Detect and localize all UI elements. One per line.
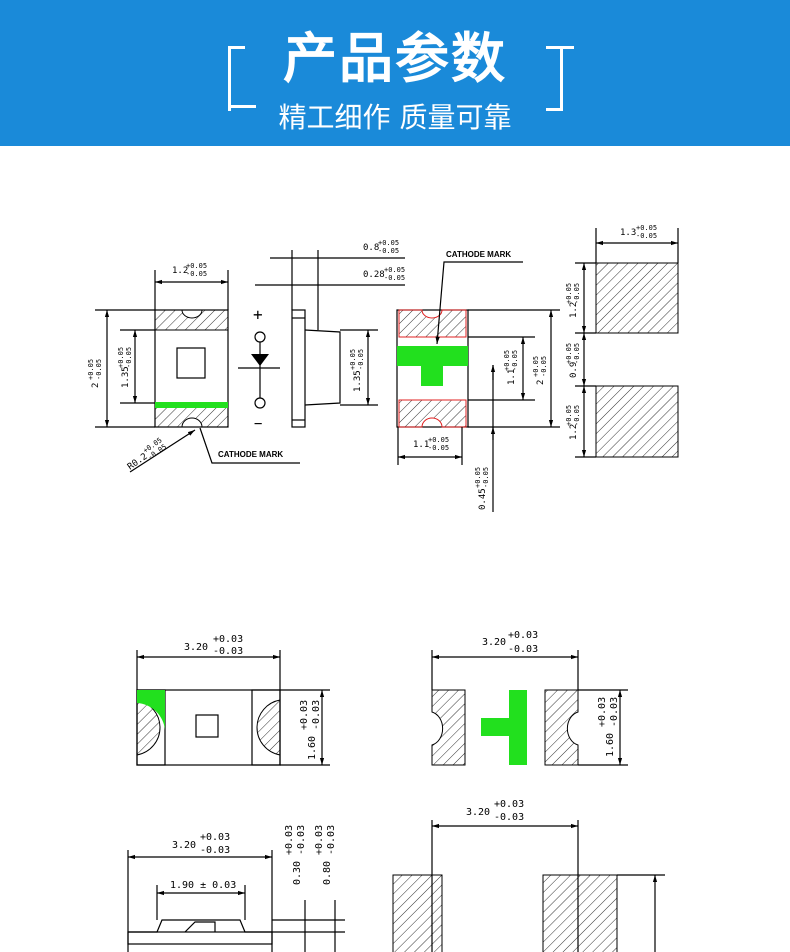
dimension-label: -0.03	[213, 646, 243, 657]
dimension-label: 3.20	[466, 807, 490, 818]
dimension-label: 0.30	[292, 861, 303, 885]
dimension-label: +0.05	[428, 436, 449, 444]
dimension-label: +	[253, 305, 263, 324]
dimension-label: +0.05	[384, 266, 405, 274]
dimension-label: -0.05	[378, 247, 399, 255]
dimension-label: +0.03	[200, 832, 230, 843]
dimension-label: 1.2	[569, 424, 579, 440]
dimension-label: -0.05	[357, 349, 365, 370]
dimension-label: +0.05	[532, 356, 540, 377]
dimension-label: 0.8	[363, 243, 379, 253]
dimension-label: +0.05	[378, 239, 399, 247]
bracket-right-tail	[546, 46, 574, 49]
dimension-label: -0.05	[540, 356, 548, 377]
dimension-label: 1.60	[307, 736, 318, 760]
dimension-label: -0.05	[428, 444, 449, 452]
dimension-label: +0.05	[565, 343, 573, 364]
dimension-label: -0.03	[609, 697, 620, 727]
dimension-label: 1.2	[569, 302, 579, 318]
dimension-label: -0.05	[384, 274, 405, 282]
dimension-label: 1.2	[172, 266, 188, 276]
led-3216-pad-layout: 3.20 +0.03 -0.03	[392, 799, 665, 952]
dimension-label: -0.05	[573, 405, 581, 426]
bracket-right	[546, 46, 563, 111]
dimension-label: +0.05	[474, 467, 482, 488]
dimension-label: -0.05	[573, 343, 581, 364]
dimension-label: -0.03	[311, 700, 322, 730]
dimension-label: +0.05	[503, 350, 511, 371]
dimension-label: 1.1	[507, 369, 517, 385]
page-title: 产品参数	[283, 27, 507, 90]
dimension-label: +0.03	[284, 825, 295, 855]
dimension-label: 3.20	[172, 840, 196, 851]
dimension-label: +0.03	[494, 799, 524, 810]
dimension-label: +0.05	[565, 283, 573, 304]
cathode-mark-green	[155, 402, 228, 408]
dimension-label: 2	[536, 380, 546, 385]
dimension-label: +0.03	[299, 700, 310, 730]
dimension-label: 1.35	[353, 370, 363, 392]
cathode-mark-label: CATHODE MARK	[218, 450, 283, 459]
led-side-view: 0.8 +0.05 -0.05 0.28 +0.05 -0.05 1.35 +0…	[255, 239, 405, 428]
dimension-label: +0.05	[186, 262, 207, 270]
led-front-view: 1.2 +0.05 -0.05 2 +0.05 -0.05 1.35 +0.05…	[87, 262, 300, 473]
led-bottom-view: CATHODE MARK 1.1 +0.05 -0.05 2 +0.05 -0.…	[396, 250, 560, 512]
diode-symbol-icon: + −	[238, 305, 280, 432]
dimension-label: CATHODE MARK	[446, 250, 511, 259]
page-subtitle: 精工细作 质量可靠	[278, 101, 512, 134]
dimension-label: +0.05	[565, 405, 573, 426]
dimension-label: −	[254, 416, 262, 432]
dimension-label: 3.20	[482, 637, 506, 648]
led-3216-bottom-view: 3.20 +0.03 -0.03 1.60 +0.03 -0.03	[431, 630, 628, 766]
dimension-label: 0.28	[363, 270, 385, 280]
dimension-label: 1.1	[413, 440, 429, 450]
led-3216-side-view: 3.20 +0.03 -0.03 1.90 ± 0.03 0.30 +0.03 …	[127, 825, 345, 952]
dimension-label: 1.60	[605, 733, 616, 757]
dimension-label: -0.03	[200, 845, 230, 856]
dimension-label: 1.3	[620, 228, 636, 238]
dimension-label: -0.03	[508, 644, 538, 655]
dimension-label: -0.05	[482, 467, 490, 488]
dimension-label: -0.05	[186, 270, 207, 278]
dimension-label: -0.03	[326, 825, 337, 855]
dimension-label: -0.03	[494, 812, 524, 823]
dimension-label: 3.20	[184, 642, 208, 653]
dimension-label: +0.03	[508, 630, 538, 641]
dimension-label: 0.45	[478, 488, 488, 510]
dimension-label: +0.05	[117, 347, 125, 368]
dimension-label: +0.03	[314, 825, 325, 855]
dimension-label: +0.05	[349, 349, 357, 370]
cathode-mark-green	[397, 346, 468, 386]
dimension-label: -0.05	[511, 350, 519, 371]
dimension-label: 1.35	[121, 366, 131, 388]
dimension-label: -0.05	[95, 359, 103, 380]
header-banner: 产品参数 精工细作 质量可靠	[0, 0, 790, 146]
dimension-label: -0.05	[125, 347, 133, 368]
dimension-label: 2	[91, 383, 101, 388]
dimension-label: +0.03	[213, 634, 243, 645]
dimension-label: 0.80	[322, 861, 333, 885]
bracket-left-tail	[228, 105, 256, 108]
solder-pad-layout: 1.3 +0.05 -0.05 1.2 +0.05 -0.05 0.9 +0.0…	[565, 224, 679, 458]
dimension-label: -0.03	[296, 825, 307, 855]
bracket-left	[228, 46, 245, 111]
dimension-label: -0.05	[636, 232, 657, 240]
dimension-label: 0.9	[569, 362, 579, 378]
dimension-label: +0.03	[597, 697, 608, 727]
led-3216-top-view: 3.20 +0.03 -0.03 1.60 +0.03 -0.03	[136, 634, 330, 766]
dimension-label: -0.05	[573, 283, 581, 304]
dimension-label: +0.05	[636, 224, 657, 232]
dimension-label: +0.05	[87, 359, 95, 380]
dimension-label: 1.90 ± 0.03	[170, 880, 236, 891]
